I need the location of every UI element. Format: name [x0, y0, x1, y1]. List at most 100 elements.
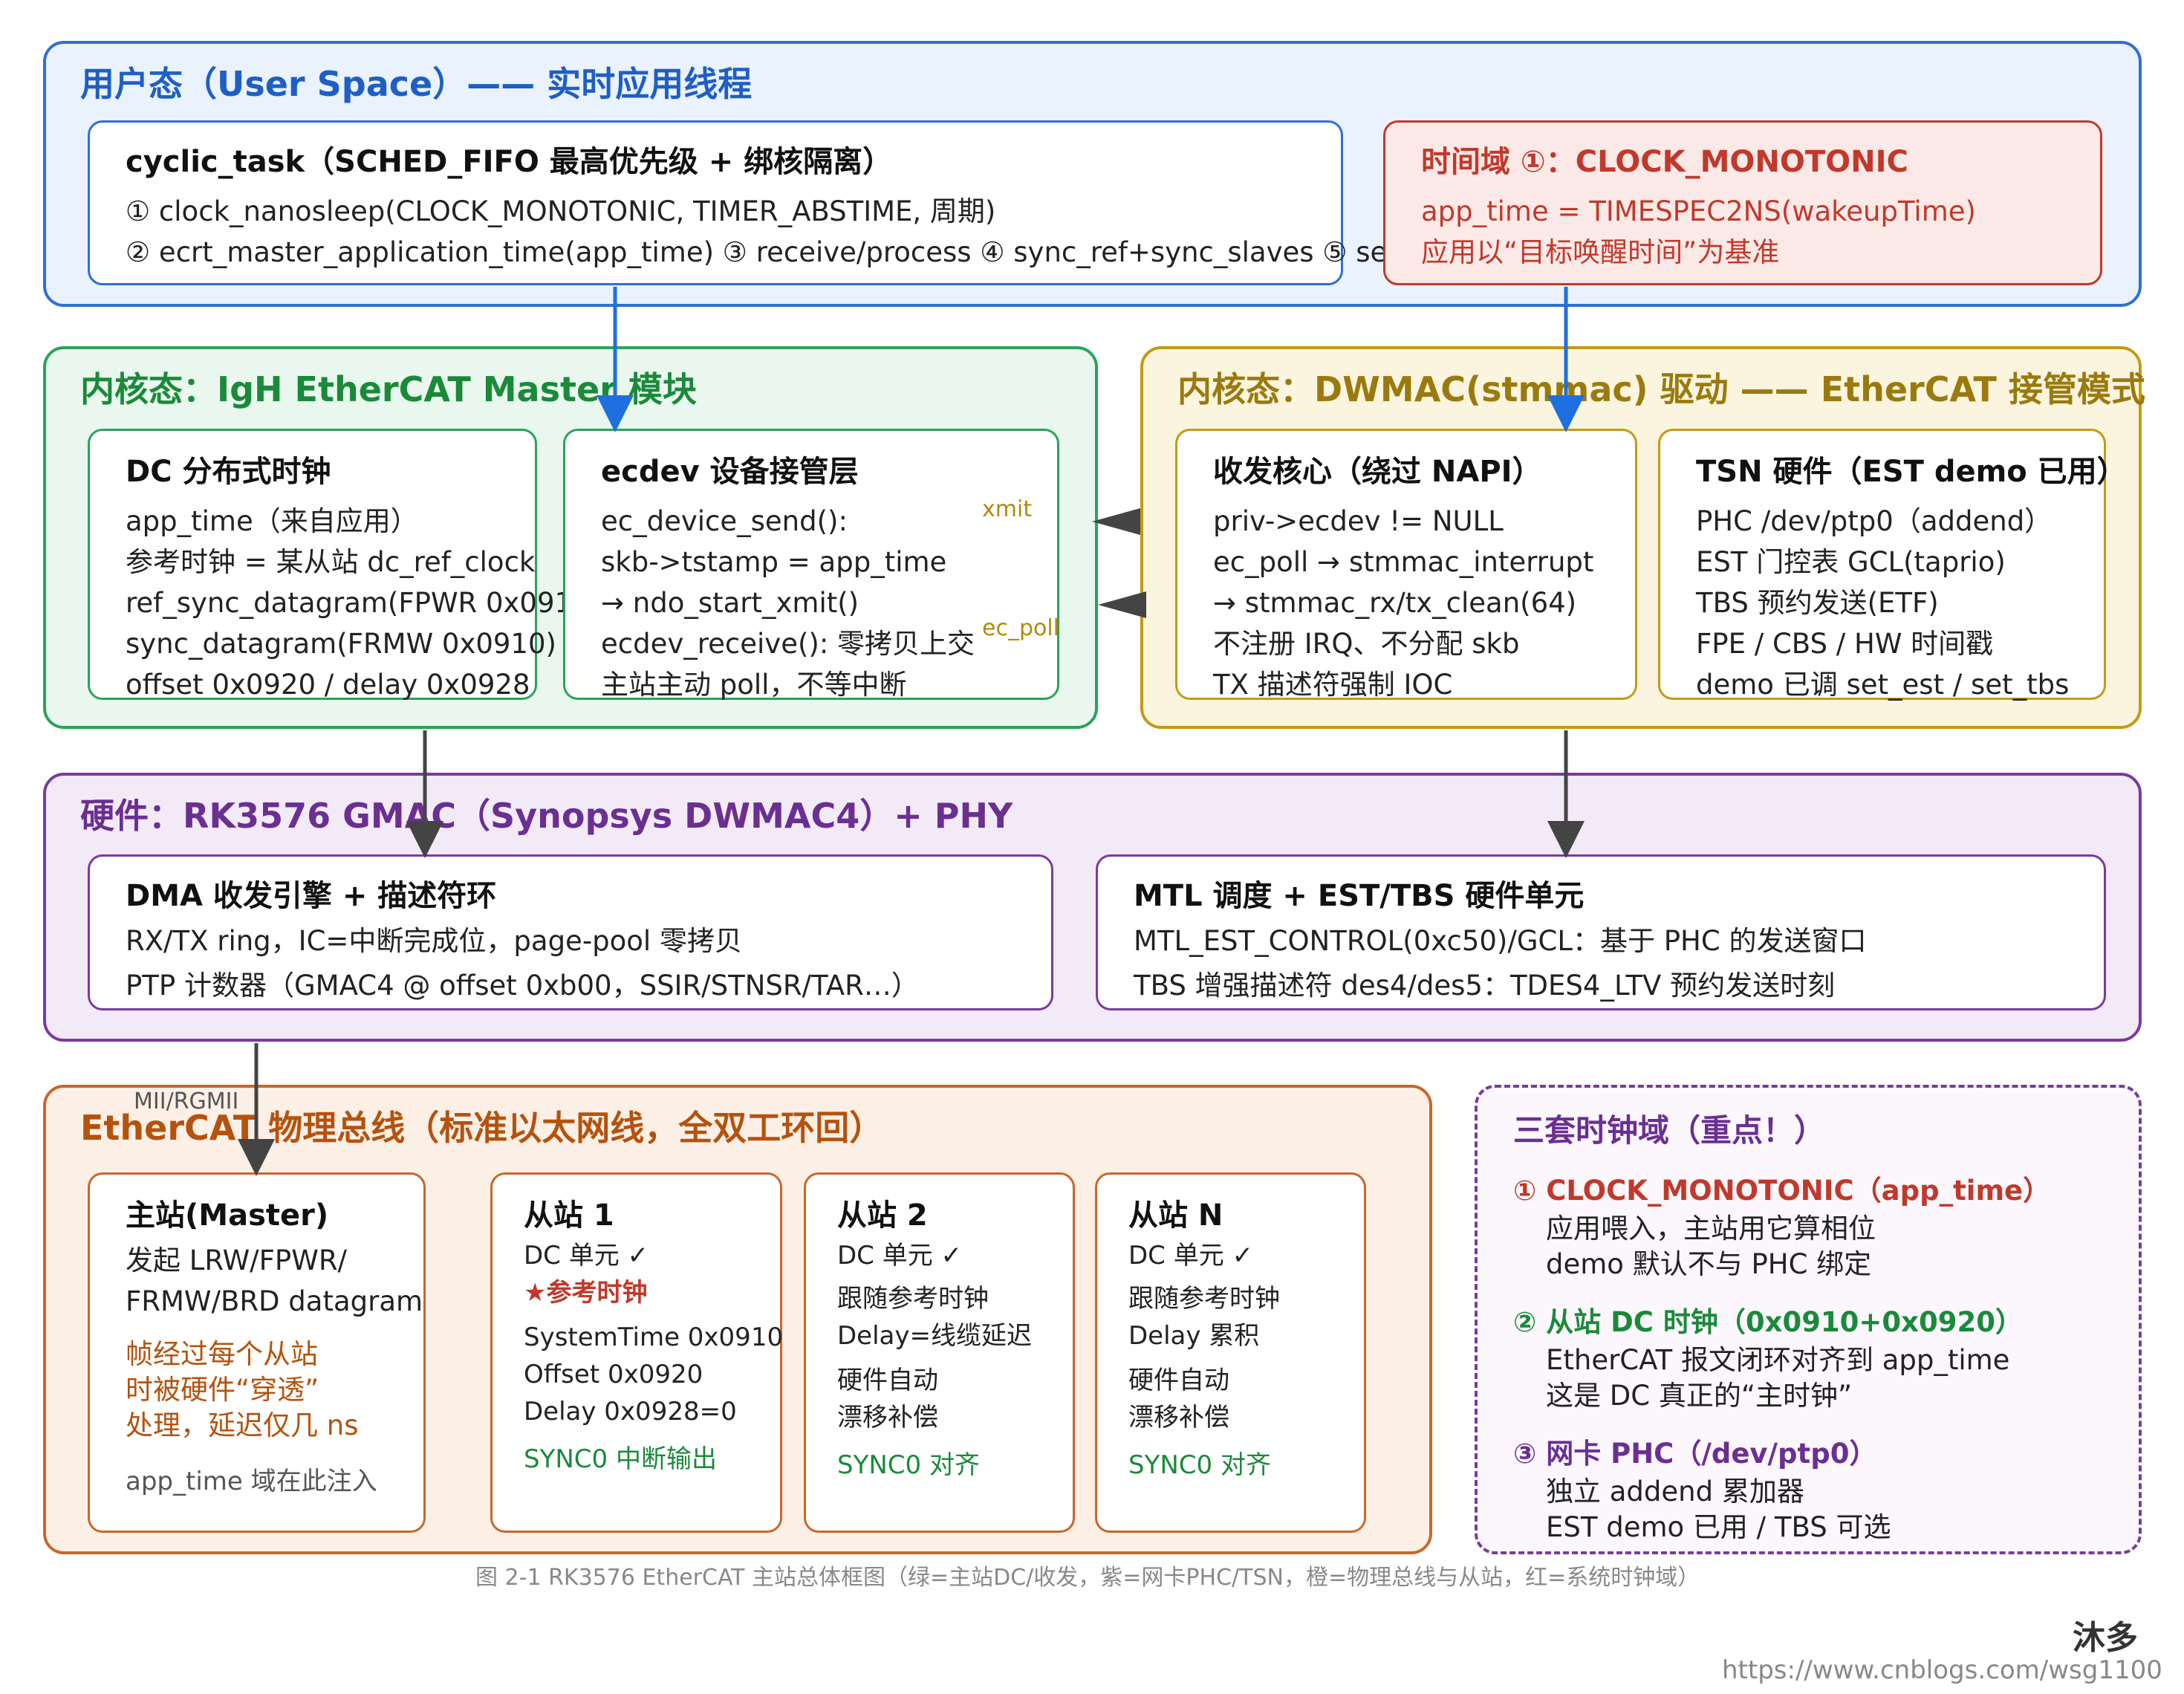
txrx-core-line: ec_poll → stmmac_interrupt	[1213, 546, 1594, 578]
tsn-hardware-line: FPE / CBS / HW 时间戳	[1696, 628, 1994, 660]
master-line: FRMW/BRD datagram	[126, 1285, 423, 1317]
time-domain-box: 时间域 ①：CLOCK_MONOTONIC app_time = TIMESPE…	[1383, 120, 2102, 285]
master-line: 发起 LRW/FPWR/	[126, 1244, 347, 1276]
figure-caption: 图 2-1 RK3576 EtherCAT 主站总体框图（绿=主站DC/收发，紫…	[475, 1565, 1700, 1591]
master-box: 主站(Master) 发起 LRW/FPWR/ FRMW/BRD datagra…	[88, 1172, 426, 1533]
cyclic-task-line: ① clock_nanosleep(CLOCK_MONOTONIC, TIMER…	[126, 195, 996, 227]
dwmac-driver-title: 内核态：DWMAC(stmmac) 驱动 —— EtherCAT 接管模式	[1177, 369, 2145, 409]
master-passthrough-line: 时被硬件“穿透”	[126, 1374, 319, 1406]
ecdev-line: ecdev_receive(): 零拷贝上交	[601, 628, 975, 660]
tsn-hardware-line: PHC /dev/ptp0（addend）	[1696, 505, 2053, 537]
clock-domain-line: EtherCAT 报文闭环对齐到 app_time	[1546, 1344, 2010, 1376]
dma-engine-title: DMA 收发引擎 + 描述符环	[126, 879, 497, 913]
tsn-hardware-title: TSN 硬件（EST demo 已用）	[1696, 455, 2127, 489]
watermark-url: https://www.cnblogs.com/wsg1100	[1722, 1655, 2162, 1685]
arrow-ecpoll-head	[1098, 591, 1146, 618]
ethercat-bus-title: EtherCAT 物理总线（标准以太网线，全双工环回）	[80, 1108, 884, 1148]
slave1-footer: SYNC0 中断输出	[524, 1444, 717, 1474]
clock-domain-head: ③ 网卡 PHC（/dev/ptp0）	[1513, 1438, 1877, 1470]
clock-domain-line: 应用喂入，主站用它算相位	[1546, 1213, 1876, 1244]
xmit-label: xmit	[982, 496, 1033, 522]
ecdev-title: ecdev 设备接管层	[601, 455, 859, 489]
slave2-footer: SYNC0 对齐	[837, 1450, 980, 1480]
slaven-drift-line: 漂移补偿	[1128, 1403, 1229, 1432]
dc-clock-line: app_time（来自应用）	[126, 505, 418, 537]
slave1-line: Offset 0x0920	[524, 1360, 703, 1389]
master-note: app_time 域在此注入	[126, 1467, 377, 1496]
master-passthrough-line: 处理，延迟仅几 ns	[126, 1409, 359, 1441]
slave2-box: 从站 2 DC 单元 ✓ 跟随参考时钟 Delay=线缆延迟 硬件自动 漂移补偿…	[804, 1172, 1075, 1533]
dc-clock-box: DC 分布式时钟 app_time（来自应用） 参考时钟 = 某从站 dc_re…	[88, 429, 601, 701]
master-passthrough-line: 帧经过每个从站	[126, 1338, 318, 1370]
mii-rgmii-label: MII/RGMII	[134, 1088, 239, 1114]
tsn-hardware-box: TSN 硬件（EST demo 已用） PHC /dev/ptp0（addend…	[1658, 429, 2127, 701]
slave1-line: Delay 0x0928=0	[524, 1397, 737, 1427]
dma-engine-line: PTP 计数器（GMAC4 @ offset 0xb00，SSIR/STNSR/…	[126, 970, 919, 1002]
dc-clock-line: sync_datagram(FRMW 0x0910)	[126, 628, 556, 660]
ec-poll-label: ec_poll	[982, 615, 1060, 641]
hardware-gmac-title: 硬件：RK3576 GMAC（Synopsys DWMAC4）+ PHY	[80, 796, 1013, 836]
slave2-drift-line: 硬件自动	[837, 1366, 938, 1395]
ecdev-line: ec_device_send():	[601, 505, 848, 537]
clock-domain-head: ② 从站 DC 时钟（0x0910+0x0920）	[1513, 1306, 2024, 1338]
mtl-est-line: MTL_EST_CONTROL(0xc50)/GCL：基于 PHC 的发送窗口	[1134, 925, 1867, 957]
dc-clock-line: offset 0x0920 / delay 0x0928	[126, 669, 530, 701]
slaven-line: 跟随参考时钟	[1128, 1284, 1280, 1314]
slave2-line: DC 单元 ✓	[837, 1241, 963, 1270]
dc-clock-line: ref_sync_datagram(FPWR 0x0910)	[126, 587, 601, 619]
dma-engine-box: DMA 收发引擎 + 描述符环 RX/TX ring，IC=中断完成位，page…	[88, 854, 1053, 1010]
tsn-hardware-line: EST 门控表 GCL(taprio)	[1696, 546, 2006, 578]
slave2-line: Delay=线缆延迟	[837, 1321, 1032, 1351]
dma-engine-line: RX/TX ring，IC=中断完成位，page-pool 零拷贝	[126, 925, 742, 957]
slave1-ref-clock: ★参考时钟	[524, 1278, 648, 1308]
time-domain-line: app_time = TIMESPEC2NS(wakeupTime)	[1421, 195, 1976, 227]
txrx-core-line: TX 描述符强制 IOC	[1213, 669, 1453, 701]
master-title: 主站(Master)	[126, 1198, 329, 1233]
ecdev-box: ecdev 设备接管层 ec_device_send(): skb->tstam…	[563, 429, 1059, 701]
cyclic-task-title: cyclic_task（SCHED_FIFO 最高优先级 + 绑核隔离）	[126, 145, 893, 179]
slave1-box: 从站 1 DC 单元 ✓ ★参考时钟 SystemTime 0x0910 Off…	[490, 1172, 784, 1533]
txrx-core-line: 不注册 IRQ、不分配 skb	[1213, 628, 1520, 660]
tsn-hardware-line: TBS 预约发送(ETF)	[1696, 587, 1939, 619]
txrx-core-line: → stmmac_rx/tx_clean(64)	[1213, 587, 1577, 619]
slaven-drift-line: 硬件自动	[1128, 1366, 1229, 1395]
slave2-line: 跟随参考时钟	[837, 1284, 989, 1314]
ecdev-line: skb->tstamp = app_time	[601, 546, 947, 578]
ecdev-line: → ndo_start_xmit()	[601, 587, 859, 619]
slaven-title: 从站 N	[1128, 1198, 1223, 1233]
clock-domain-line: 这是 DC 真正的“主时钟”	[1546, 1380, 1853, 1412]
slaven-line: Delay 累积	[1128, 1321, 1260, 1351]
clock-domains-title: 三套时钟域（重点！）	[1513, 1112, 1826, 1149]
clock-domain-line: demo 默认不与 PHC 绑定	[1546, 1248, 1872, 1280]
watermark-name: 沐多	[2073, 1619, 2138, 1657]
mtl-est-title: MTL 调度 + EST/TBS 硬件单元	[1134, 879, 1585, 913]
slave1-dc-unit: DC 单元 ✓	[524, 1241, 649, 1270]
ecdev-line: 主站主动 poll，不等中断	[601, 669, 907, 701]
cyclic-task-box: cyclic_task（SCHED_FIFO 最高优先级 + 绑核隔离） ① c…	[88, 120, 1423, 285]
slave2-title: 从站 2	[837, 1198, 928, 1233]
user-space-title: 用户态（User Space）—— 实时应用线程	[80, 64, 753, 104]
txrx-core-title: 收发核心（绕过 NAPI）	[1213, 455, 1542, 489]
tsn-hardware-line: demo 已调 set_est / set_tbs	[1696, 669, 2070, 701]
slaven-box: 从站 N DC 单元 ✓ 跟随参考时钟 Delay 累积 硬件自动 漂移补偿 S…	[1095, 1172, 1366, 1533]
clock-domains-panel: 三套时钟域（重点！） ① CLOCK_MONOTONIC（app_time） 应…	[1475, 1085, 2142, 1554]
slave1-line: SystemTime 0x0910	[524, 1323, 784, 1352]
dc-clock-line: 参考时钟 = 某从站 dc_ref_clock	[126, 546, 536, 578]
clock-domain-line: 独立 addend 累加器	[1546, 1476, 1804, 1508]
slaven-line: DC 单元 ✓	[1128, 1241, 1254, 1270]
time-domain-line: 应用以“目标唤醒时间”为基准	[1421, 236, 1780, 268]
clock-domain-line: EST demo 已用 / TBS 可选	[1546, 1511, 1891, 1543]
time-domain-title: 时间域 ①：CLOCK_MONOTONIC	[1421, 145, 1908, 179]
mtl-est-box: MTL 调度 + EST/TBS 硬件单元 MTL_EST_CONTROL(0x…	[1096, 854, 2106, 1010]
slave2-drift-line: 漂移补偿	[837, 1403, 938, 1432]
slave1-title: 从站 1	[524, 1198, 614, 1233]
cyclic-task-line: ② ecrt_master_application_time(app_time)…	[126, 236, 1423, 268]
slaven-footer: SYNC0 对齐	[1128, 1450, 1271, 1480]
txrx-core-line: priv->ecdev != NULL	[1213, 505, 1504, 537]
txrx-core-box: 收发核心（绕过 NAPI） priv->ecdev != NULL ec_pol…	[1175, 429, 1637, 701]
dc-clock-title: DC 分布式时钟	[126, 455, 331, 489]
arrow-xmit-head	[1092, 508, 1140, 535]
clock-domain-head: ① CLOCK_MONOTONIC（app_time）	[1513, 1175, 2051, 1207]
igh-master-title: 内核态：IgH EtherCAT Master 模块	[80, 369, 697, 409]
